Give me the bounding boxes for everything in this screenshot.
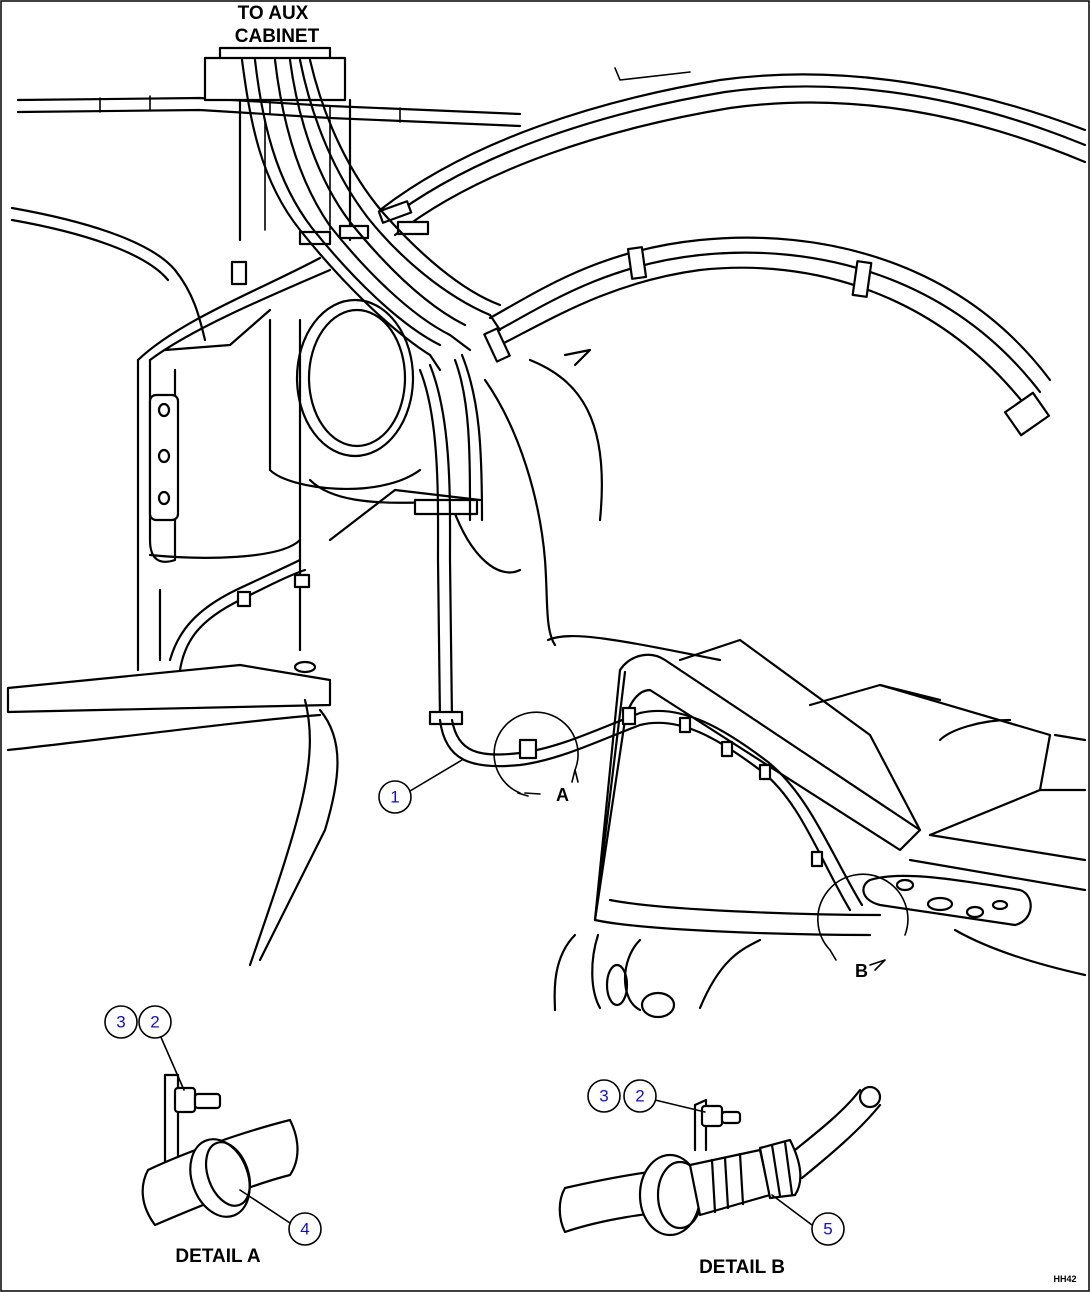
to-aux-cabinet-label-line2: CABINET [235,26,320,47]
detail-b-callout-2: 2 [623,1079,706,1113]
to-aux-cabinet-label-line1: TO AUX [238,3,309,24]
detail-a-drawing [141,1073,299,1227]
detail-a-callout-4-number: 4 [300,1220,309,1239]
view-b-label: B [855,961,868,981]
left-frame-panel [10,206,332,672]
detail-b-label: DETAIL B [699,1257,785,1278]
callout-1: 1 [378,759,463,814]
detail-b-view-indicator [817,873,909,971]
detail-a-callout-2: 2 [138,1005,185,1091]
callout-1-number: 1 [390,788,399,807]
hose-bundle [240,58,502,726]
detail-a-callout-2-number: 2 [150,1013,159,1032]
round-port [268,298,432,652]
detail-b-callout-5: 5 [771,1194,845,1246]
detail-b-drawing [558,1085,882,1237]
left-small-hose [168,558,311,672]
central-column [328,348,722,662]
detail-a-callout-3-number: 3 [116,1013,125,1032]
detail-b-callout-5-number: 5 [823,1220,832,1239]
left-deck-beam [6,660,339,967]
lower-hose-route [438,706,864,912]
detail-b-callout-2-number: 2 [635,1087,644,1106]
overhead-deck-rails [16,46,522,242]
detail-b-callout-3-number: 3 [599,1087,608,1106]
detail-a-label: DETAIL A [175,1246,260,1267]
detail-a-callout-3: 3 [104,1005,138,1039]
right-machinery [553,638,1087,1019]
view-a-label: A [556,785,569,805]
detail-a-view-indicator [493,711,579,797]
detail-a-callout-4: 4 [239,1189,322,1246]
upper-right-duct [298,67,1087,246]
detail-b-callout-3: 3 [587,1079,621,1113]
drawing-code: HH42 [1053,1274,1076,1284]
arched-hose [483,236,1052,437]
